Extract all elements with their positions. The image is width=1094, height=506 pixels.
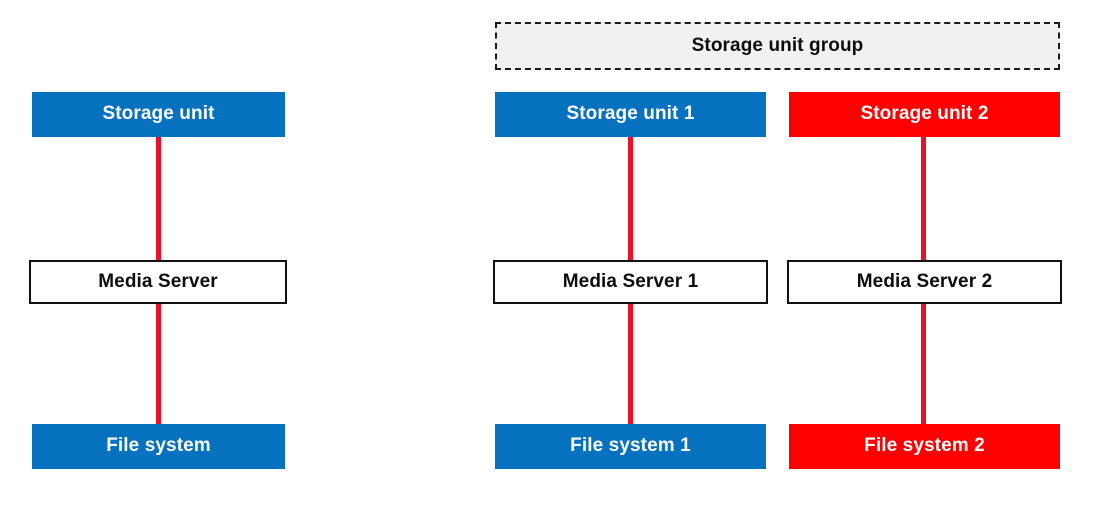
- connector-media-server-2-to-file-system-2: [921, 302, 926, 426]
- connector-storage-unit-1-to-media-server-1: [628, 137, 633, 261]
- connector-media-server-to-file-system: [156, 302, 161, 426]
- node-media-server[interactable]: Media Server: [29, 260, 287, 304]
- node-media-server-2[interactable]: Media Server 2: [787, 260, 1062, 304]
- node-file-system[interactable]: File system: [32, 424, 285, 469]
- connector-media-server-1-to-file-system-1: [628, 302, 633, 426]
- connector-storage-unit-to-media-server: [156, 137, 161, 261]
- node-storage-unit-2-label: Storage unit 2: [860, 103, 989, 125]
- group-header-storage-unit-group[interactable]: Storage unit group: [495, 22, 1060, 70]
- node-file-system-label: File system: [106, 435, 211, 457]
- connector-storage-unit-2-to-media-server-2: [921, 137, 926, 261]
- node-file-system-1-label: File system 1: [570, 435, 691, 457]
- node-media-server-label: Media Server: [98, 270, 218, 292]
- node-file-system-2-label: File system 2: [864, 435, 985, 457]
- node-file-system-1[interactable]: File system 1: [495, 424, 766, 469]
- node-media-server-1[interactable]: Media Server 1: [493, 260, 768, 304]
- node-storage-unit-label: Storage unit: [102, 103, 215, 125]
- node-storage-unit[interactable]: Storage unit: [32, 92, 285, 137]
- node-storage-unit-2[interactable]: Storage unit 2: [789, 92, 1060, 137]
- node-media-server-2-label: Media Server 2: [856, 270, 993, 292]
- group-header-label: Storage unit group: [691, 35, 864, 56]
- node-storage-unit-1[interactable]: Storage unit 1: [495, 92, 766, 137]
- node-media-server-1-label: Media Server 1: [562, 270, 699, 292]
- node-file-system-2[interactable]: File system 2: [789, 424, 1060, 469]
- node-storage-unit-1-label: Storage unit 1: [566, 103, 695, 125]
